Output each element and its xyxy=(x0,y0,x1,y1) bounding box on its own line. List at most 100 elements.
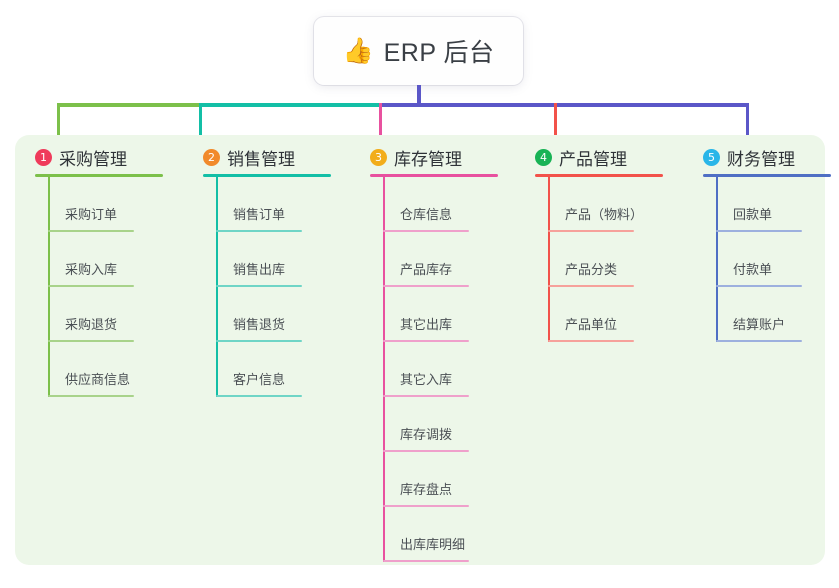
branch-item-underline xyxy=(48,230,134,232)
branch-item[interactable]: 其它出库 xyxy=(383,287,498,342)
branch-number-badge: 3 xyxy=(370,148,387,166)
branch-item[interactable]: 采购退货 xyxy=(48,287,163,342)
branch-item[interactable]: 采购订单 xyxy=(48,177,163,232)
branch-item[interactable]: 采购入库 xyxy=(48,232,163,287)
root-node-content: 👍 ERP 后台 xyxy=(342,33,494,69)
branch-item-label: 产品（物料） xyxy=(565,207,644,222)
branch-spine xyxy=(383,177,385,562)
branch-item-underline xyxy=(48,340,134,342)
branch-item-label: 库存调拨 xyxy=(400,427,453,442)
branch-number-badge: 5 xyxy=(703,148,720,166)
connector-bus-segment xyxy=(379,103,748,107)
branch-header-3[interactable]: 3 库存管理 xyxy=(350,140,498,174)
branch-underline xyxy=(370,174,498,177)
branch-item-label: 销售出库 xyxy=(233,262,286,277)
connector-drop xyxy=(746,103,749,137)
branch-item-label: 产品库存 xyxy=(400,262,453,277)
branch-item-underline xyxy=(548,340,634,342)
branch-underline xyxy=(35,174,163,177)
branch-title: 产品管理 xyxy=(559,149,627,169)
branch-number-badge: 2 xyxy=(203,148,220,166)
branches-panel xyxy=(15,135,825,565)
branch-children: 销售订单销售出库销售退货客户信息 xyxy=(216,177,331,397)
branch-item-label: 其它出库 xyxy=(400,317,453,332)
branch-item[interactable]: 产品库存 xyxy=(383,232,498,287)
branch-item-label: 销售订单 xyxy=(233,207,286,222)
branch-children: 产品（物料） 产品分类产品单位 xyxy=(548,177,663,342)
connector-drop xyxy=(379,103,382,137)
branch-item-underline xyxy=(383,395,469,397)
branch-item-underline xyxy=(216,340,302,342)
branch-item[interactable]: 销售退货 xyxy=(216,287,331,342)
branch-item-label: 产品分类 xyxy=(565,262,618,277)
branch-item[interactable]: 销售订单 xyxy=(216,177,331,232)
branch-column-1: 1 采购管理采购订单采购入库采购退货供应商信息 xyxy=(15,140,163,397)
branch-item-underline xyxy=(383,340,469,342)
branch-header-1[interactable]: 1 采购管理 xyxy=(15,140,163,174)
branch-item[interactable]: 产品（物料） xyxy=(548,177,663,232)
connector-bus-segment xyxy=(57,103,199,107)
branch-item-underline xyxy=(383,450,469,452)
branch-item[interactable]: 其它入库 xyxy=(383,342,498,397)
root-node[interactable]: 👍 ERP 后台 xyxy=(314,17,523,85)
branch-item-label: 其它入库 xyxy=(400,372,453,387)
branch-spine xyxy=(548,177,550,342)
branch-item-underline xyxy=(383,285,469,287)
connector-drop xyxy=(199,103,202,137)
branch-item-underline xyxy=(216,285,302,287)
branch-item[interactable]: 回款单 xyxy=(716,177,831,232)
connector-drop xyxy=(554,103,557,137)
branch-underline xyxy=(203,174,331,177)
branch-underline xyxy=(535,174,663,177)
branch-item-underline xyxy=(716,230,802,232)
branch-item[interactable]: 库存调拨 xyxy=(383,397,498,452)
branch-item[interactable]: 库存盘点 xyxy=(383,452,498,507)
branch-item-underline xyxy=(383,505,469,507)
branch-item[interactable]: 产品单位 xyxy=(548,287,663,342)
branch-item[interactable]: 产品分类 xyxy=(548,232,663,287)
branch-title: 采购管理 xyxy=(59,149,127,169)
branch-item-label: 仓库信息 xyxy=(400,207,453,222)
branch-item-underline xyxy=(548,230,634,232)
branch-item-label: 回款单 xyxy=(733,207,773,222)
connector-root-stem xyxy=(417,85,421,105)
branch-item-label: 采购入库 xyxy=(65,262,118,277)
branch-column-5: 5 财务管理回款单付款单结算账户 xyxy=(683,140,831,342)
branch-item[interactable]: 付款单 xyxy=(716,232,831,287)
branch-item-underline xyxy=(48,395,134,397)
branch-item-underline xyxy=(383,560,469,562)
branch-underline xyxy=(703,174,831,177)
branch-item-underline xyxy=(216,395,302,397)
branch-header-5[interactable]: 5 财务管理 xyxy=(683,140,831,174)
branch-spine xyxy=(48,177,50,397)
connector-bus-segment xyxy=(199,103,379,107)
branch-item-underline xyxy=(716,340,802,342)
branch-item-label: 库存盘点 xyxy=(400,482,453,497)
root-title: ERP 后台 xyxy=(383,39,495,67)
branch-item-label: 采购退货 xyxy=(65,317,118,332)
branch-spine xyxy=(716,177,718,342)
branch-number-badge: 1 xyxy=(35,148,52,166)
branch-item[interactable]: 销售出库 xyxy=(216,232,331,287)
branch-item[interactable]: 客户信息 xyxy=(216,342,331,397)
thumbs-up-icon: 👍 xyxy=(342,36,374,65)
branch-title: 库存管理 xyxy=(394,149,462,169)
branch-children: 仓库信息产品库存其它出库其它入库库存调拨库存盘点出库库明细 xyxy=(383,177,498,562)
branch-title: 财务管理 xyxy=(727,149,795,169)
branch-column-3: 3 库存管理仓库信息产品库存其它出库其它入库库存调拨库存盘点出库库明细 xyxy=(350,140,498,562)
branch-item[interactable]: 供应商信息 xyxy=(48,342,163,397)
branch-item-label: 销售退货 xyxy=(233,317,286,332)
branch-item-label: 供应商信息 xyxy=(65,372,131,387)
branch-item[interactable]: 出库库明细 xyxy=(383,507,498,562)
branch-children: 回款单付款单结算账户 xyxy=(716,177,831,342)
branch-item-underline xyxy=(716,285,802,287)
branch-item-label: 结算账户 xyxy=(733,317,786,332)
branch-item[interactable]: 仓库信息 xyxy=(383,177,498,232)
branch-item-underline xyxy=(216,230,302,232)
branch-item[interactable]: 结算账户 xyxy=(716,287,831,342)
